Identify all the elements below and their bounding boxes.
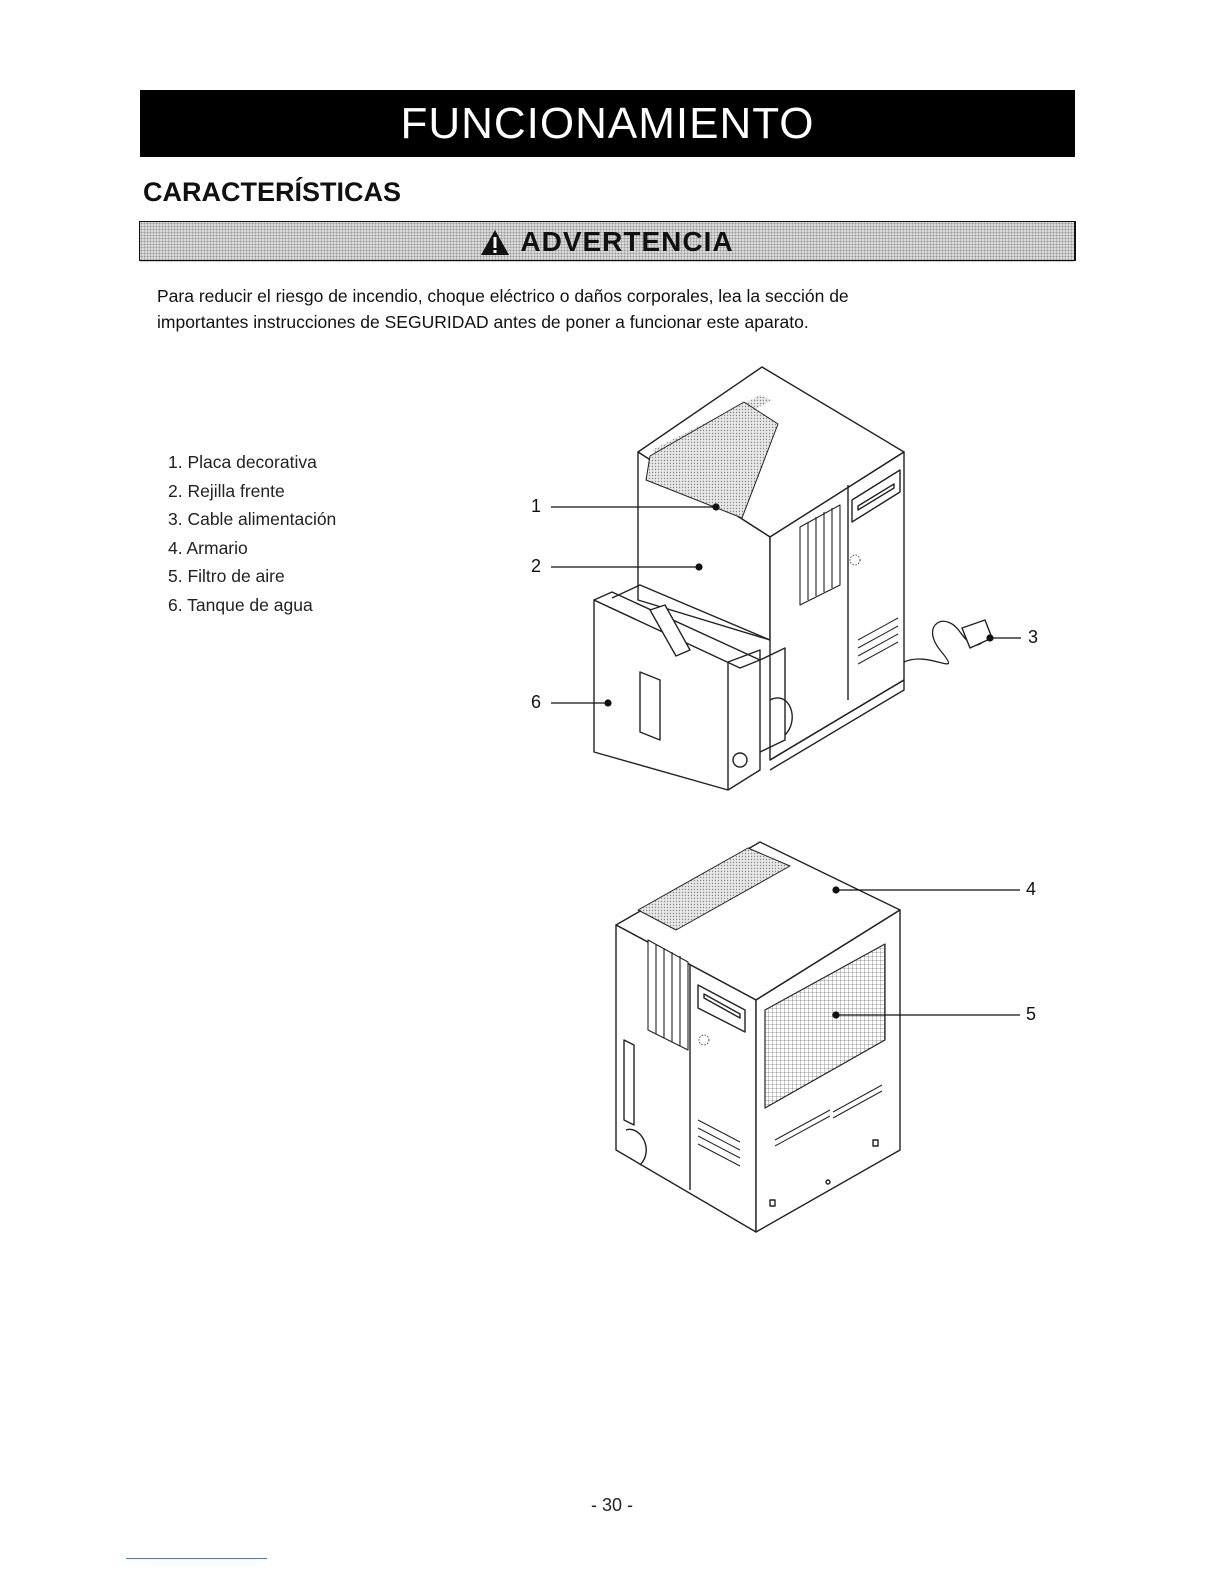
- warning-box: ADVERTENCIA: [139, 221, 1075, 262]
- callout-3: 3: [1028, 627, 1039, 647]
- callout-6: 6: [531, 692, 542, 712]
- callout-2: 2: [531, 556, 542, 576]
- footer-rule: [126, 1558, 267, 1559]
- list-item: 6. Tanque de agua: [168, 594, 313, 615]
- warning-triangle-icon: [481, 229, 510, 255]
- list-item: 5. Filtro de aire: [168, 566, 285, 586]
- warning-border-lower: [139, 259, 1075, 261]
- warning-label: ADVERTENCIA: [520, 226, 734, 257]
- page-number: - 30 -: [590, 1495, 633, 1515]
- callout-1: 1: [531, 496, 542, 516]
- warning-line-1: Para reducir el riesgo de incendio, choq…: [157, 286, 849, 306]
- list-item: 1. Placa decorativa: [168, 452, 317, 472]
- section-title: CARACTERÍSTICAS: [143, 177, 402, 207]
- callout-5: 5: [1026, 1004, 1037, 1024]
- warning-text: Para reducir el riesgo de incendio, choq…: [157, 283, 849, 335]
- warning-header: ADVERTENCIA: [140, 222, 1074, 262]
- page-banner: FUNCIONAMIENTO: [140, 90, 1075, 157]
- warning-line-2: importantes instrucciones de SEGURIDAD a…: [157, 312, 809, 332]
- list-item: 3. Cable alimentación: [168, 509, 337, 529]
- callout-4: 4: [1026, 879, 1037, 899]
- list-item: 2. Rejilla frente: [168, 480, 285, 501]
- list-item: 4. Armario: [168, 537, 248, 558]
- banner-title: FUNCIONAMIENTO: [400, 99, 815, 148]
- parts-list: 1. Placa decorativa 2. Rejilla frente 3.…: [168, 448, 336, 619]
